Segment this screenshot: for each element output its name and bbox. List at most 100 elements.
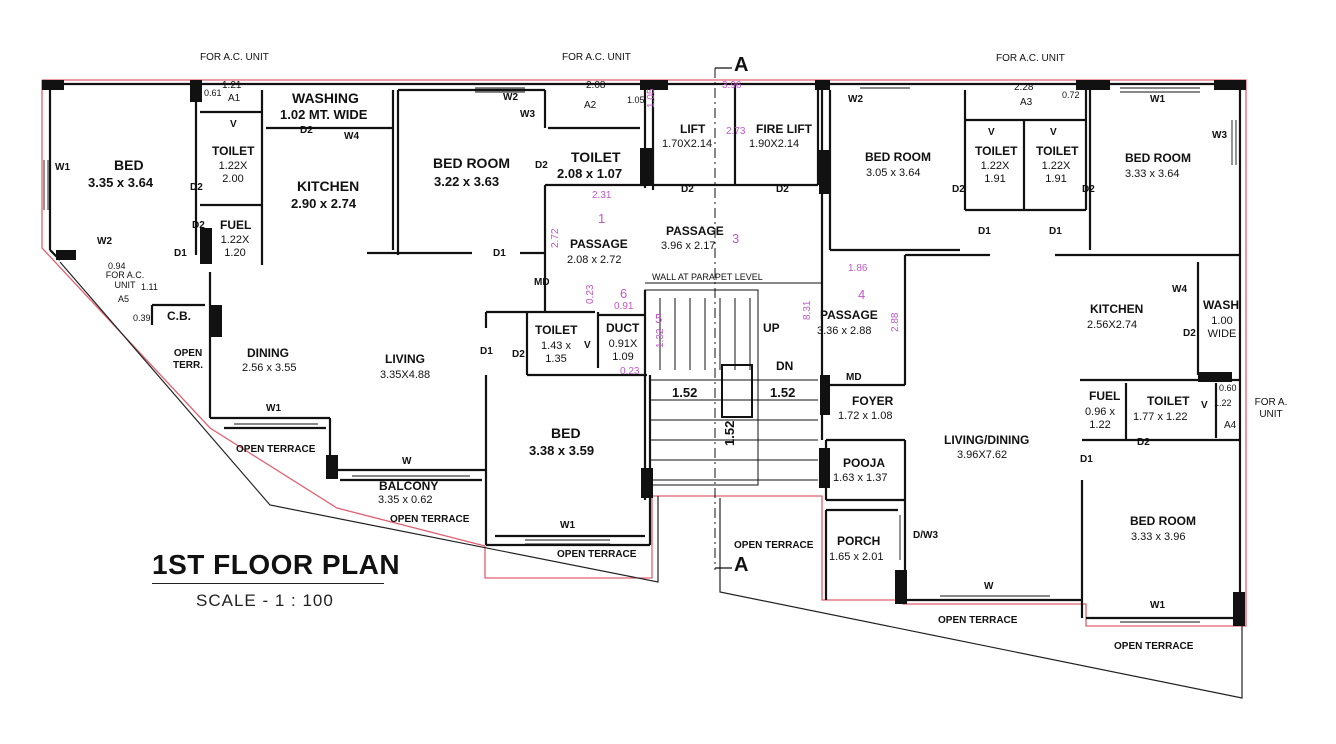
- mark-w2-bed-left: W2: [97, 236, 112, 247]
- room-bed-left-name: BED: [114, 157, 144, 173]
- room-bedroom-r1-name: BED ROOM: [865, 150, 931, 164]
- room-washing-dims: 1.02 MT. WIDE: [280, 107, 368, 122]
- mark-w-living-dining: W: [984, 581, 994, 592]
- room-passage-3-dims: 3.96 x 2.17: [661, 240, 716, 252]
- annotation-dim-2-72: 2.72: [550, 228, 561, 248]
- ac-unit-a5-depth: 0.39: [133, 313, 151, 323]
- room-pooja-dims: 1.63 x 1.37: [833, 472, 888, 484]
- terrace-label-1: OPEN TERRACE: [236, 444, 316, 455]
- annotation-dim-1-05: 1.05: [646, 88, 657, 108]
- room-living-name: LIVING: [385, 352, 426, 366]
- mark-d2-fire-lift: D2: [776, 184, 789, 195]
- ac-unit-a3-caption: FOR A.C. UNIT: [996, 53, 1065, 64]
- room-toilet-a1-dims: 1.22X 2.00: [218, 160, 248, 185]
- windows: [43, 87, 1237, 623]
- annotation-zone-4: 4: [858, 287, 866, 302]
- terrace-open-terr: OPEN TERR.: [173, 348, 203, 371]
- ac-unit-a4-caption: FOR A. UNIT: [1254, 397, 1288, 420]
- misc-md-left: MD: [534, 277, 550, 288]
- mark-w3-bedroom-r2: W3: [1212, 130, 1227, 141]
- room-porch-dims: 1.65 x 2.01: [829, 551, 884, 563]
- room-passage-1-name: PASSAGE: [570, 237, 628, 251]
- ac-unit-a5-width: 0.94: [108, 261, 126, 271]
- annotation-dim-2-73: 2.73: [726, 126, 746, 137]
- site-boundary: [59, 261, 1243, 699]
- mark-d1-living: D1: [480, 346, 493, 357]
- ac-unit-a2-code: A2: [584, 100, 597, 111]
- mark-dw3-porch: D/W3: [913, 530, 938, 541]
- room-bedroom-r2-name: BED ROOM: [1125, 151, 1191, 165]
- room-duct-name: DUCT: [606, 321, 640, 335]
- mark-w1-bed-center: W1: [560, 520, 575, 531]
- room-dining-dims: 2.56 x 3.55: [242, 362, 297, 374]
- mark-d2-bedroom-r1: D2: [952, 184, 965, 195]
- annotation-dim-2-31: 2.31: [592, 190, 612, 201]
- ac-unit-a5-caption: FOR A.C. UNIT: [105, 270, 145, 291]
- ac-unit-a1-side: 0.61: [204, 88, 222, 98]
- ac-unit-a1-caption: FOR A.C. UNIT: [200, 52, 269, 63]
- room-wash-dims: 1.00 WIDE: [1207, 315, 1237, 340]
- ac-unit-a4-size: 1.22: [1214, 398, 1232, 408]
- ac-unit-a3-size: 2.28: [1014, 82, 1034, 93]
- mark-w2-bedroom-r1: W2: [848, 94, 863, 105]
- stair-up-label: UP: [763, 321, 780, 335]
- room-bed-center-name: BED: [551, 425, 581, 441]
- room-fuel-left-name: FUEL: [220, 218, 252, 232]
- stair-wall-note: WALL AT PARAPET LEVEL: [652, 272, 763, 282]
- room-passage-4-name: PASSAGE: [820, 308, 878, 322]
- mark-v-toilet-right: V: [1201, 400, 1208, 411]
- room-duct-dims: 0.91X 1.09: [608, 338, 638, 363]
- section-mark-bottom: A: [734, 554, 749, 576]
- mark-w1-bed-left: W1: [55, 162, 70, 173]
- room-fire-lift-dims: 1.90X2.14: [749, 138, 800, 150]
- room-pooja-name: POOJA: [843, 456, 886, 470]
- room-foyer-dims: 1.72 x 1.08: [838, 410, 893, 422]
- room-toilet-a1-name: TOILET: [212, 144, 255, 158]
- mark-d2-bed-left: D2: [190, 182, 203, 193]
- terrace-label-3: OPEN TERRACE: [557, 549, 637, 560]
- annotation-zone-6: 6: [620, 286, 628, 301]
- mark-d2-wash: D2: [1183, 328, 1196, 339]
- annotation-dim-8-31: 8.31: [802, 300, 813, 320]
- title-underline: [152, 583, 384, 584]
- plot-outline: [41, 79, 1247, 627]
- stair-width-1: 1.52: [672, 385, 698, 400]
- room-toilet-small-dims: 1.43 x 1.35: [541, 340, 571, 365]
- annotation-dim-1-32: 1.32: [655, 328, 666, 348]
- room-bedroom-r3-dims: 3.33 x 3.96: [1131, 531, 1186, 543]
- room-fuel-right-name: FUEL: [1089, 389, 1121, 403]
- room-lift-dims: 1.70X2.14: [662, 138, 713, 150]
- room-bed-left-dims: 3.35 x 3.64: [88, 175, 154, 190]
- stair-width-2: 1.52: [770, 385, 796, 400]
- room-balcony-dims: 3.35 x 0.62: [378, 494, 433, 506]
- mark-d2-lift: D2: [681, 184, 694, 195]
- mark-d1-bedroom-r1: D1: [978, 226, 991, 237]
- terrace-label-6: OPEN TERRACE: [1114, 641, 1194, 652]
- mark-d1-bedroom-r2: D1: [1049, 226, 1062, 237]
- room-passage-3-name: PASSAGE: [666, 224, 724, 238]
- wall-columns: [42, 80, 1246, 626]
- ac-unit-a2-caption: FOR A.C. UNIT: [562, 52, 631, 63]
- ac-unit-a2-side: 1.05: [627, 95, 645, 105]
- room-lift-name: LIFT: [680, 122, 706, 136]
- terrace-label-4: OPEN TERRACE: [734, 540, 814, 551]
- terrace-label-5: OPEN TERRACE: [938, 615, 1018, 626]
- mark-d2-toilet-small: D2: [512, 349, 525, 360]
- room-passage-4-dims: 3.36 x 2.88: [817, 325, 872, 337]
- room-toilet-mid-dims: 2.08 x 1.07: [557, 166, 623, 181]
- annotation-dim-3-96: 3.96: [722, 80, 742, 91]
- room-fire-lift-name: FIRE LIFT: [756, 122, 812, 136]
- ac-unit-a1-size: 1.21: [222, 80, 242, 91]
- terrace-label-2: OPEN TERRACE: [390, 514, 470, 525]
- room-bedroom-r3-name: BED ROOM: [1130, 514, 1196, 528]
- mark-d1-bed-left: D1: [174, 248, 187, 259]
- ac-unit-a2-size: 2.08: [586, 80, 606, 91]
- room-fuel-left-dims: 1.22X 1.20: [220, 234, 250, 259]
- room-living-dining-name: LIVING/DINING: [944, 433, 1030, 447]
- annotation-dim-1-86: 1.86: [848, 263, 868, 274]
- room-toilet-right-dims: 1.77 x 1.22: [1133, 411, 1188, 423]
- mark-v-toilet-a1: V: [230, 119, 237, 130]
- mark-w4-kitchen-right: W4: [1172, 284, 1187, 295]
- ac-unit-a4-side: 0.60: [1219, 383, 1237, 393]
